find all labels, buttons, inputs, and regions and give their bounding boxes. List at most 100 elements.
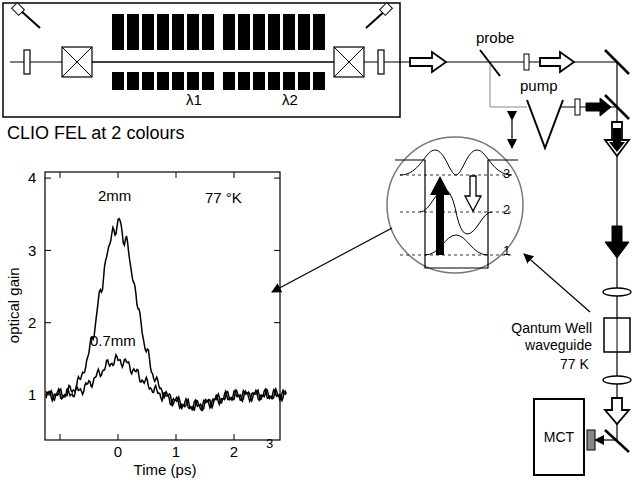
mirror-mount: [20, 10, 40, 28]
magnet-box: [334, 47, 364, 77]
tick: [274, 178, 280, 179]
energy-level: [400, 175, 512, 255]
probe-arrow: [540, 52, 574, 72]
undulator-magnet: [172, 14, 184, 50]
undulator-magnet: [157, 72, 169, 90]
temperature-label: 77 K: [560, 357, 589, 372]
undulator-magnet: [112, 14, 124, 50]
undulator-magnet: [313, 72, 325, 90]
tick: [176, 172, 177, 178]
undulator-magnet: [127, 72, 139, 90]
undulator-magnet: [202, 72, 214, 90]
beam-line: [617, 318, 618, 352]
tick-label: 2: [28, 315, 36, 332]
undulator-magnet: [202, 14, 214, 50]
beam-label: probe: [476, 30, 514, 47]
undulator-magnet: [238, 72, 250, 90]
tick-label: 2: [230, 444, 238, 461]
quantum-well: [395, 160, 518, 268]
probe-transition: [465, 176, 481, 211]
curve-label: 2mm: [98, 188, 131, 205]
tick: [234, 172, 235, 178]
tick: [176, 434, 177, 440]
level-number: 3: [503, 167, 510, 181]
wavelength-label: λ2: [282, 92, 298, 109]
undulator-magnet: [238, 14, 250, 50]
delay-arrow: [511, 120, 512, 148]
fel-frame: [3, 3, 400, 117]
inset-circle: [387, 137, 523, 273]
undulator-magnet: [283, 14, 295, 50]
component-label: Qantum Well waveguide: [492, 320, 592, 354]
undulator-magnet: [313, 14, 325, 50]
tick: [45, 178, 51, 179]
undulator-magnet: [268, 14, 280, 50]
tick-label: 1: [28, 387, 36, 404]
tick: [274, 250, 280, 251]
mirror-mount: [380, 3, 393, 16]
panel-number: 3: [266, 437, 273, 451]
undulator-magnet: [172, 72, 184, 90]
mirror-mount: [12, 3, 25, 16]
beam-line: [595, 439, 616, 440]
level-number: 2: [503, 203, 510, 217]
detector-box: MCT: [533, 398, 585, 476]
tick: [45, 322, 51, 323]
filter: [524, 54, 529, 70]
wavefunction: [400, 150, 512, 175]
pump-transition: [430, 176, 450, 255]
undulator-magnet: [187, 72, 199, 90]
pump-beam: [490, 64, 491, 107]
tick-label: 3: [28, 243, 36, 260]
cavity-mirror: [24, 50, 30, 74]
fel-caption-node: CLIO FEL at 2 colours: [3, 123, 307, 149]
tick: [118, 434, 119, 440]
mirror: [605, 430, 629, 452]
magnet-box: [334, 47, 364, 77]
undulator-magnet: [142, 14, 154, 50]
beam-arrow: [605, 398, 629, 424]
undulator-magnet: [127, 14, 139, 50]
detector-window: [587, 430, 595, 450]
lens: [603, 376, 631, 384]
undulator-magnet: [298, 72, 310, 90]
undulator-magnet: [142, 72, 154, 90]
undulator-magnet: [283, 72, 295, 90]
tick: [45, 250, 51, 251]
tick-label: 0: [114, 444, 122, 461]
undulator-magnet: [298, 14, 310, 50]
delay-retroreflector: [527, 100, 563, 148]
tick: [118, 172, 119, 178]
undulator: [112, 14, 325, 90]
wavefunction: [425, 235, 488, 255]
undulator-magnet: [268, 72, 280, 90]
tick: [60, 434, 61, 440]
level-number: 1: [503, 244, 510, 258]
undulator-magnet: [187, 14, 199, 50]
gain-curve: [46, 355, 286, 410]
undulator-magnet: [157, 14, 169, 50]
pump-beam: [490, 107, 527, 108]
filter: [575, 99, 580, 115]
tick: [60, 172, 61, 178]
undulator-magnet: [112, 72, 124, 90]
tick: [234, 434, 235, 440]
tick-label: 1: [172, 444, 180, 461]
gain-curve: [46, 219, 286, 410]
beam-label: pump: [520, 78, 558, 95]
lens: [603, 288, 631, 296]
temperature-label: 77 °K: [205, 190, 242, 207]
curve-label: 0.7mm: [90, 333, 136, 350]
wavelength-label: λ1: [186, 92, 202, 109]
caption: CLIO FEL at 2 colours: [7, 123, 307, 144]
beam-arrow: [609, 128, 625, 152]
beam-arrow: [605, 226, 629, 258]
beam-arrow: [605, 122, 629, 156]
magnet-box: [62, 47, 92, 77]
axis-title: optical gain: [6, 267, 23, 343]
undulator-magnet: [223, 72, 235, 90]
callout-arrow: [524, 254, 590, 312]
axis-title: Time (ps): [134, 462, 197, 479]
waveguide: [604, 318, 630, 352]
detector-label: MCT: [544, 429, 574, 445]
